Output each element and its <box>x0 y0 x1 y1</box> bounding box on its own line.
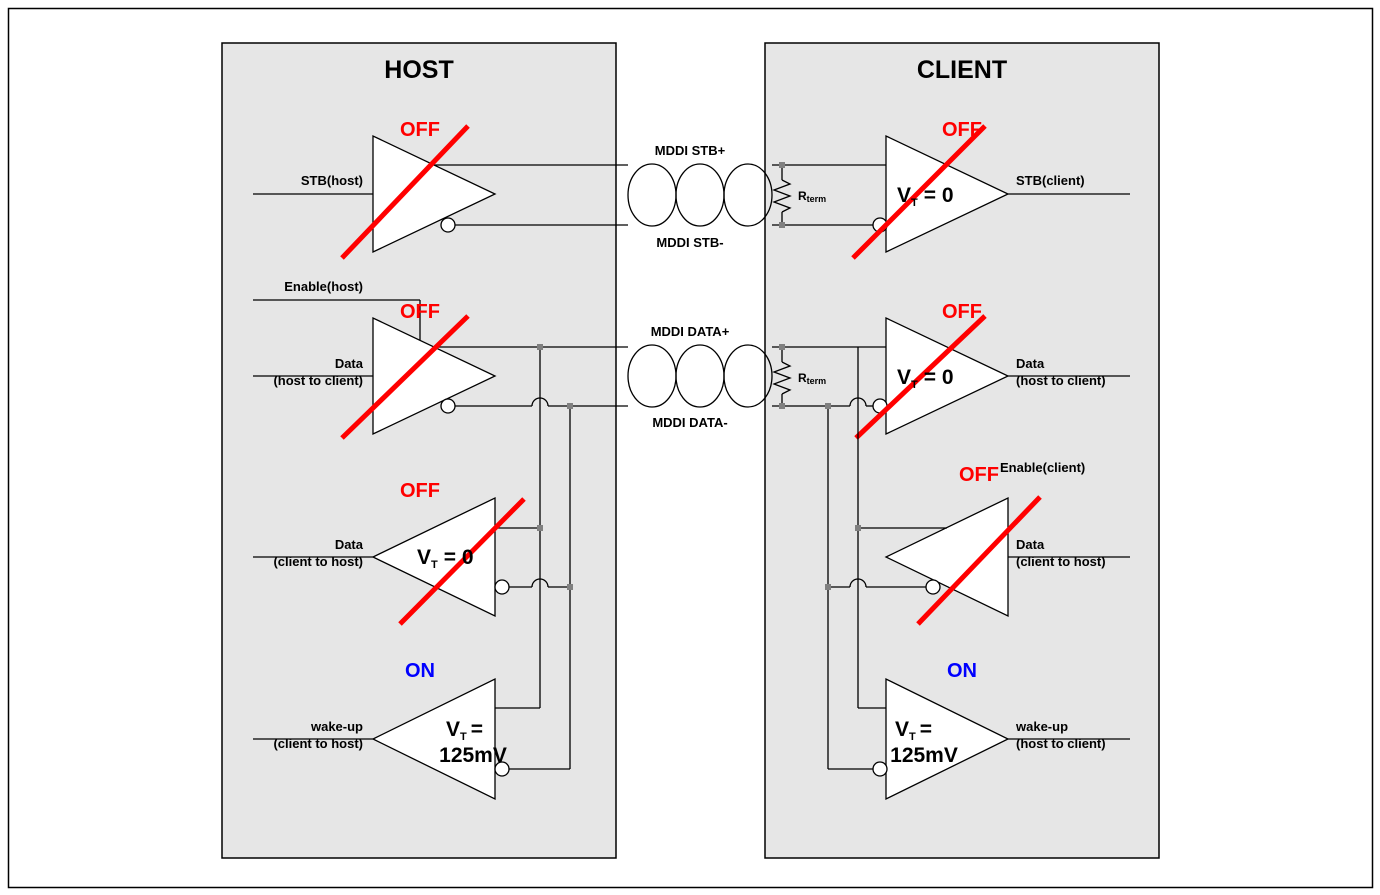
client-data-rx-label-2: (host to client) <box>1016 373 1106 388</box>
client-enable-label: Enable(client) <box>1000 460 1085 475</box>
client-data-termination <box>772 344 792 409</box>
host-data-rx-label-1: Data <box>335 537 364 552</box>
mddi-data-plus-label: MDDI DATA+ <box>651 324 730 339</box>
client-data-rx-state: OFF <box>942 301 982 323</box>
host-title: HOST <box>384 56 453 84</box>
client-wake-label-1: wake-up <box>1015 719 1068 734</box>
client-data-rterm: Rterm <box>798 371 826 386</box>
data-twisted-pair <box>627 344 773 408</box>
client-wake-receiver <box>828 677 1130 801</box>
mddi-stb-minus-label: MDDI STB- <box>656 235 723 250</box>
host-wake-receiver <box>253 677 570 801</box>
host-bus-taps <box>537 344 573 769</box>
outer-frame <box>7 7 1374 889</box>
host-data-tx-label-2: (host to client) <box>273 373 363 388</box>
host-enable-label: Enable(host) <box>284 279 363 294</box>
client-data-rx-threshold: VT= 0 <box>897 366 954 391</box>
client-wake-label-2: (host to client) <box>1016 736 1106 751</box>
client-wake-threshold-value: 125mV <box>890 744 958 767</box>
client-wake-state: ON <box>947 660 977 682</box>
host-data-tx-state: OFF <box>400 301 440 323</box>
host-data-rx-threshold: VT= 0 <box>417 546 474 571</box>
client-data-rx-label-1: Data <box>1016 356 1045 371</box>
client-stb-termination <box>772 162 792 228</box>
host-data-rx-label-2: (client to host) <box>273 554 363 569</box>
client-stb-receiver <box>772 124 1130 260</box>
client-title: CLIENT <box>917 56 1007 84</box>
client-data-tx-label-2: (client to host) <box>1016 554 1106 569</box>
client-stb-state: OFF <box>942 119 982 141</box>
stb-twisted-pair <box>627 163 773 227</box>
host-stb-state: OFF <box>400 119 440 141</box>
client-stb-rterm: Rterm <box>798 189 826 204</box>
client-bus-taps <box>825 347 861 769</box>
host-stb-driver <box>253 124 628 260</box>
host-wake-label-2: (client to host) <box>273 736 363 751</box>
host-wake-threshold: VT= <box>446 718 483 743</box>
client-data-receiver <box>772 314 1130 440</box>
mddi-stb-plus-label: MDDI STB+ <box>655 143 726 158</box>
mddi-data-minus-label: MDDI DATA- <box>652 415 727 430</box>
client-stb-threshold: VT= 0 <box>897 184 954 209</box>
host-stb-label: STB(host) <box>301 173 363 188</box>
host-wake-state: ON <box>405 660 435 682</box>
host-data-receiver <box>253 496 570 626</box>
client-data-driver <box>828 495 1130 626</box>
host-data-rx-state: OFF <box>400 480 440 502</box>
client-stb-label: STB(client) <box>1016 173 1085 188</box>
host-wake-label-1: wake-up <box>310 719 363 734</box>
host-data-tx-label-1: Data <box>335 356 364 371</box>
client-data-tx-state: OFF <box>959 464 999 486</box>
host-data-driver <box>253 299 628 440</box>
host-wake-threshold-value: 125mV <box>439 744 507 767</box>
client-data-tx-label-1: Data <box>1016 537 1045 552</box>
client-wake-threshold: VT= <box>895 718 932 743</box>
